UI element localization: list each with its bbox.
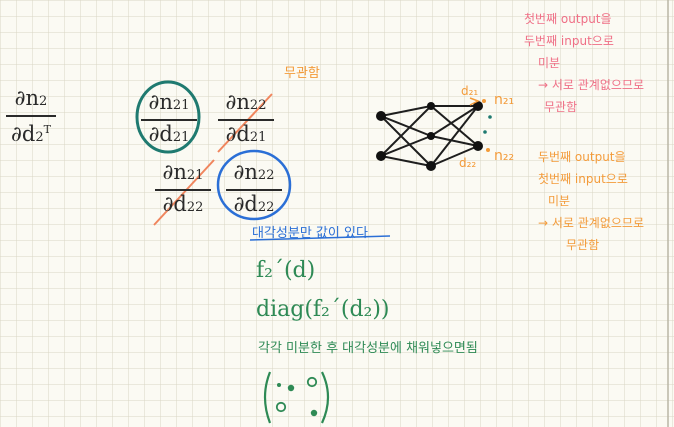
output-node-1: [473, 101, 483, 111]
matrix-zero-a21: [275, 401, 287, 413]
matrix-zero-a12: [306, 376, 318, 388]
matrix-a11: ∂n21 ∂d21: [141, 90, 197, 150]
strike-a21: [153, 159, 215, 226]
a21-bar: [155, 189, 211, 191]
a21-denominator: ∂d22: [162, 192, 204, 216]
a12-numerator: ∂n22: [225, 90, 267, 114]
matrix-dot-a22: [310, 409, 318, 417]
hidden-node-2: [427, 132, 435, 140]
a11-numerator: ∂n21: [148, 90, 190, 114]
orange-dot-1: [482, 99, 486, 103]
matrix-a22: ∂n22 ∂d22: [226, 160, 282, 220]
blue-diagonal-note: 대각성분만 값이 있다: [252, 226, 368, 241]
teal-circle-a11: [135, 80, 201, 154]
pink-note-line-5: 무관함: [544, 100, 578, 114]
orange-note-line-1: 두번째 output을: [538, 150, 626, 164]
left-fraction: ∂n2 ∂d2T: [6, 86, 56, 150]
hidden-node-3: [426, 161, 436, 171]
orange-note-line-4: → 서로 관계없으므로: [538, 216, 645, 230]
label-d22: d₂₂: [459, 156, 477, 170]
f-prime-expression: f₂´(d): [256, 258, 316, 283]
pink-note-line-1: 첫번째 output을: [524, 12, 612, 26]
orange-note-unrelated: 무관함: [284, 66, 320, 81]
blue-circle-a22: [216, 149, 292, 221]
green-sentence: 각각 미분한 후 대각성분에 채워넣으면됨: [258, 341, 478, 356]
orange-note-line-2: 첫번째 input으로: [538, 172, 628, 186]
left-fraction-denominator: ∂d2T: [11, 122, 51, 146]
matrix-left-paren: [263, 371, 272, 424]
network-diagram: [380, 105, 479, 167]
label-n22: n₂₂: [494, 148, 515, 164]
matrix-dot-a11: [287, 384, 295, 392]
left-fraction-bar: [6, 115, 56, 117]
a12-denominator: ∂d21: [225, 122, 267, 146]
diag-matrix-sketch: [263, 371, 330, 424]
teal-dot-2: [483, 130, 487, 134]
output-node-2: [473, 141, 483, 151]
input-node-1: [376, 111, 386, 121]
matrix-right-paren: [321, 371, 330, 424]
orange-note-line-3: 미분: [548, 194, 571, 208]
label-n21: n₂₁: [494, 92, 515, 108]
a22-numerator: ∂n22: [233, 160, 275, 184]
input-node-2: [376, 151, 386, 161]
blue-underline: [249, 235, 391, 241]
strike-a12: [217, 93, 273, 153]
hidden-node-1: [427, 102, 435, 110]
diag-expression: diag(f₂´(d₂)): [256, 297, 390, 322]
a11-bar: [141, 119, 197, 121]
pink-note-line-3: 미분: [538, 56, 561, 70]
label-d21: d₂₁: [461, 84, 479, 98]
orange-dot-2: [486, 148, 490, 152]
orange-side-note: 두번째 output을 첫번째 input으로 미분 → 서로 관계없으므로 무…: [538, 146, 644, 256]
a21-numerator: ∂n21: [162, 160, 204, 184]
matrix-dot-extra: [277, 383, 281, 387]
teal-dot-1: [488, 115, 492, 119]
orange-arrow: [469, 97, 480, 106]
network-nodes: [376, 101, 483, 171]
pink-note-line-2: 두번째 input으로: [524, 34, 614, 48]
pink-note: 첫번째 output을 두번째 input으로 미분 → 서로 관계없으므로 무…: [524, 8, 644, 118]
orange-note-line-5: 무관함: [566, 238, 600, 252]
matrix-a12: ∂n22 ∂d21: [218, 90, 274, 150]
left-fraction-numerator: ∂n2: [14, 86, 48, 110]
a22-bar: [226, 189, 282, 191]
a11-denominator: ∂d21: [148, 122, 190, 146]
pink-note-line-4: → 서로 관계없으므로: [538, 78, 645, 92]
a12-bar: [218, 119, 274, 121]
matrix-a21: ∂n21 ∂d22: [155, 160, 211, 220]
a22-denominator: ∂d22: [233, 192, 275, 216]
